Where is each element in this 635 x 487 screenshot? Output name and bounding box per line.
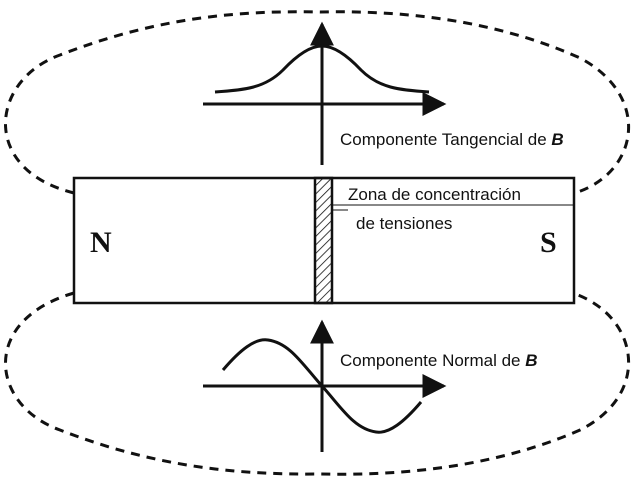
normal-field-symbol: B	[525, 351, 537, 370]
zone-label-line1: Zona de concentración	[348, 185, 521, 204]
tangential-component-label: Componente Tangencial de B	[340, 130, 564, 149]
lower-field-line	[4, 291, 631, 476]
normal-component-label: Componente Normal de B	[340, 351, 538, 370]
tangential-field-symbol: B	[551, 130, 563, 149]
normal-sine-curve	[221, 338, 423, 434]
normal-component-text: Componente Normal de	[340, 351, 525, 370]
north-pole-label: N	[90, 226, 112, 259]
zone-label-line2: de tensiones	[356, 214, 452, 233]
south-pole-label: S	[540, 226, 557, 259]
tangential-bell-curve	[214, 44, 430, 94]
tangential-component-text: Componente Tangencial de	[340, 130, 551, 149]
upper-field-line	[4, 10, 631, 195]
stress-concentration-zone	[313, 176, 334, 305]
